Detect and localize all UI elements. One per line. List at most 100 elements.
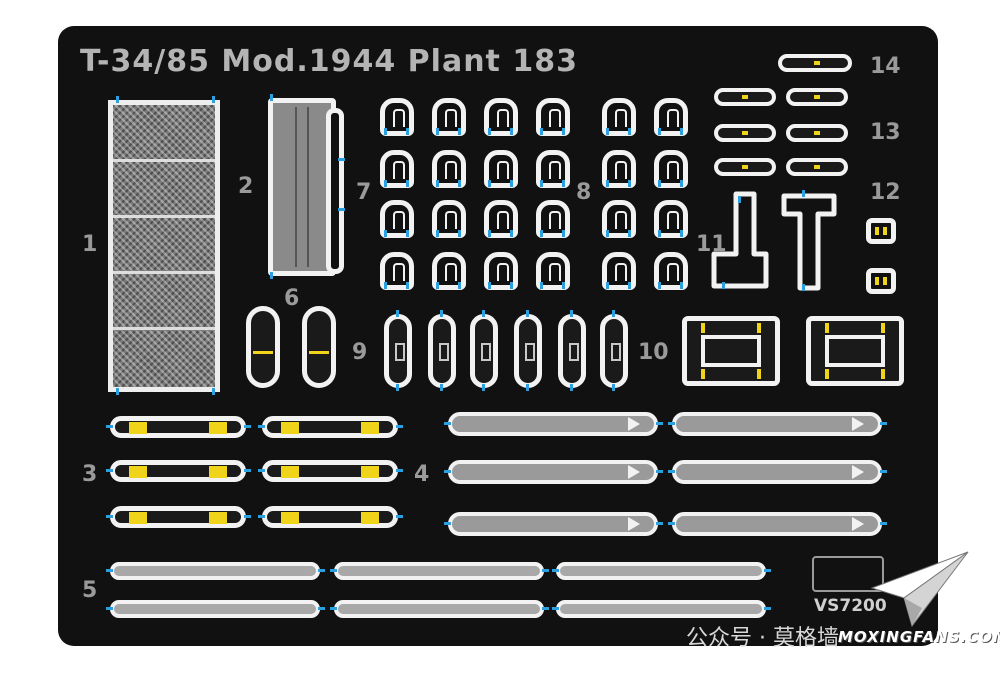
attach-tab [570,384,573,391]
attach-tab [396,384,399,391]
watermark-site: MOXINGFANS.COM [838,628,1000,646]
attach-tab [880,522,887,525]
attach-tab [436,282,439,289]
loop-part [600,314,628,388]
short-strip-part [786,124,848,142]
towing-cable-icon [448,412,658,436]
strap-part [110,506,246,528]
rod-part [556,600,766,618]
bracket-frame-part [682,316,780,386]
part-number-2: 2 [238,174,254,199]
attach-tab [458,230,461,237]
attach-tab [384,282,387,289]
attach-tab [510,230,513,237]
attach-tab [384,180,387,187]
attach-tab [212,96,215,103]
short-strip-part [714,124,776,142]
attach-tab [612,384,615,391]
strap-part [262,506,398,528]
short-strip-part [778,54,852,72]
attach-tab [526,310,529,317]
attach-tab [406,180,409,187]
part-number-10: 10 [638,340,669,365]
attach-tab [542,569,549,572]
strap-part [262,460,398,482]
clip-part [602,200,636,238]
attach-tab [606,230,609,237]
attach-tab [668,422,675,425]
part-number-3: 3 [82,462,98,487]
attach-tab [552,569,559,572]
strap-part [110,460,246,482]
attach-tab [212,388,215,395]
attach-tab [540,180,543,187]
rod-part [556,562,766,580]
attach-tab [396,469,403,472]
loop-part [384,314,412,388]
attach-tab [526,384,529,391]
attach-tab [440,310,443,317]
attach-tab [116,388,119,395]
attach-tab [680,230,683,237]
paper-plane-icon [870,551,969,628]
attach-tab [562,230,565,237]
attach-tab [330,569,337,572]
panel-bracket [326,108,344,274]
part-number-6: 6 [284,286,300,311]
loop-part [470,314,498,388]
attach-tab [552,607,559,610]
attach-tab [570,310,573,317]
attach-tab [562,180,565,187]
part-number-8: 8 [576,180,592,205]
attach-tab [658,128,661,135]
towing-cable-icon [448,460,658,484]
attach-tab [680,282,683,289]
attach-tab [338,208,345,211]
attach-tab [656,470,663,473]
attach-tab [628,128,631,135]
part-number-7: 7 [356,180,372,205]
attach-tab [384,128,387,135]
attach-tab [510,128,513,135]
side-panel-part [268,98,336,276]
loop-part [558,314,586,388]
rod-part [334,562,544,580]
attach-tab [510,282,513,289]
short-strip-part [786,158,848,176]
attach-tab [258,425,265,428]
attach-tab [606,128,609,135]
short-strip-part [714,158,776,176]
towing-cable-icon [672,460,882,484]
part-number-5: 5 [82,578,98,603]
part-number-9: 9 [352,340,368,365]
attach-tab [764,569,771,572]
attach-tab [440,384,443,391]
attach-tab [106,569,113,572]
towing-cable-icon [672,412,882,436]
short-strip-part [714,88,776,106]
attach-tab [106,607,113,610]
attach-tab [244,469,251,472]
attach-tab [106,425,113,428]
attach-tab [318,607,325,610]
attach-tab [628,180,631,187]
attach-tab [656,422,663,425]
attach-tab [458,128,461,135]
attach-tab [628,282,631,289]
clip-part [432,150,466,188]
attach-tab [482,310,485,317]
bracket-frame-part [806,316,904,386]
towing-cable-icon [448,512,658,536]
attach-tab [606,180,609,187]
small-tab-part [866,218,896,244]
attach-tab [658,230,661,237]
attach-tab [330,607,337,610]
t-bracket-part [711,190,837,291]
attach-tab [540,230,543,237]
attach-tab [436,128,439,135]
attach-tab [258,515,265,518]
attach-tab [436,230,439,237]
attach-tab [244,515,251,518]
rod-part [110,600,320,618]
part-number-4: 4 [414,462,430,487]
